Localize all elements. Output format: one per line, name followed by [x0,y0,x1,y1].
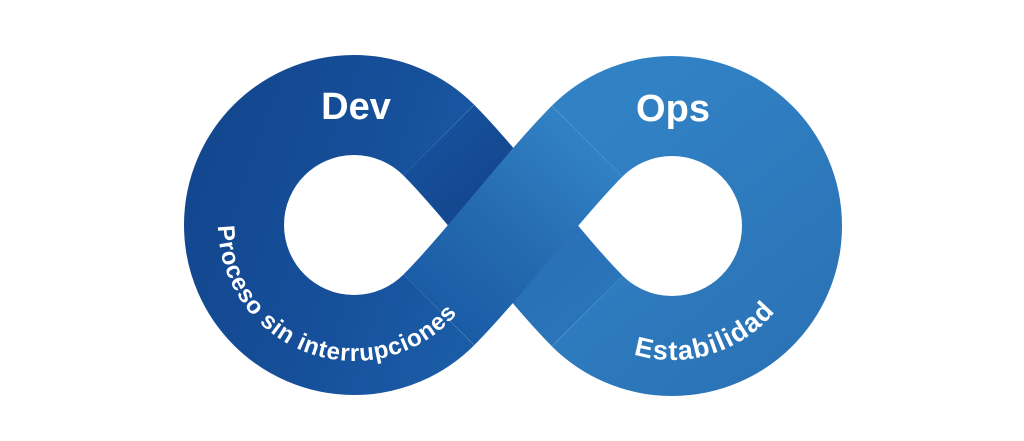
ops-loop-ring [551,56,842,396]
dev-loop-ring [184,55,475,395]
dev-label: Dev [321,86,391,128]
crossing-band-over [403,105,623,346]
ops-label: Ops [636,88,710,130]
